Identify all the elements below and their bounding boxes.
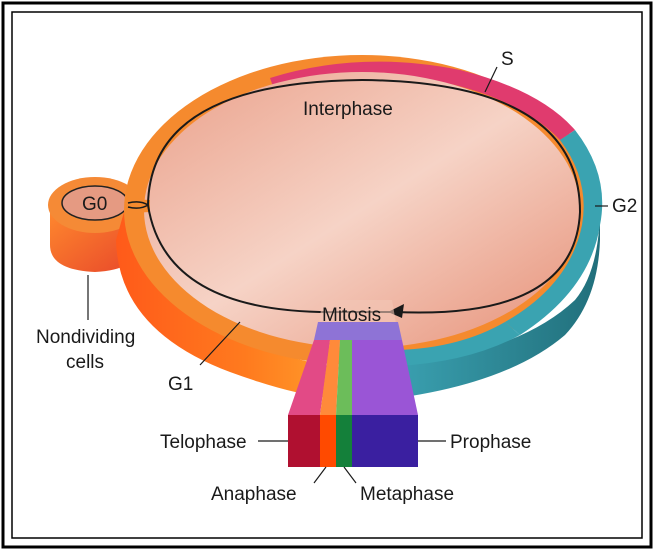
nondividing-label-line1: Nondividing (36, 327, 135, 348)
telophase-label: Telophase (160, 432, 247, 453)
g1-phase-label: G1 (168, 374, 193, 395)
interphase-label: Interphase (303, 99, 393, 120)
prophase-label: Prophase (450, 432, 531, 453)
s-phase-label: S (501, 49, 514, 70)
mitosis-label: Mitosis (322, 305, 381, 326)
prophase-front (352, 415, 418, 467)
g2-phase-label: G2 (612, 196, 637, 217)
anaphase-label: Anaphase (211, 484, 297, 505)
metaphase-label: Metaphase (360, 484, 454, 505)
mitosis-phases-block (288, 340, 418, 467)
g0-phase-label: G0 (82, 194, 107, 215)
nondividing-label-line2: cells (66, 352, 104, 373)
anaphase-front (320, 415, 336, 467)
telophase-front (288, 415, 320, 467)
metaphase-front (336, 415, 352, 467)
